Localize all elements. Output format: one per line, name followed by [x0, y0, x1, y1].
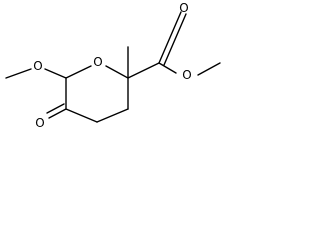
bond-ester-carbonyl-1: [158, 11, 182, 64]
bond-c5-ketone-oxygen-2: [46, 103, 65, 114]
ketone-oxygen-label: O: [35, 116, 44, 130]
bond-ester-oxygen-methyl: [197, 62, 221, 76]
bond-c4-c5: [65, 108, 98, 123]
ester-oxygen-label: O: [182, 68, 191, 82]
ring-oxygen-label: O: [93, 55, 102, 69]
bond-c5-ketone-oxygen-1: [48, 108, 67, 119]
ester-carbonyl-oxygen-label: O: [179, 1, 188, 15]
bond-methyl-methoxy-oxygen: [5, 68, 32, 79]
atom-labels: O O O O O: [33, 1, 191, 130]
bond-c6-ring-oxygen: [65, 65, 92, 79]
bond-c3-c4: [96, 108, 129, 123]
bond-ring-oxygen-c2: [105, 65, 129, 79]
bond-c2-ester-carbon: [127, 62, 160, 79]
bond-lines: [5, 11, 221, 123]
methoxy-oxygen-label: O: [33, 59, 42, 73]
chemical-structure-diagram: O O O O O: [5, 1, 221, 130]
bond-ester-carbon-oxygen: [158, 62, 177, 74]
bond-methoxy-oxygen-c6: [44, 68, 67, 79]
bond-ester-carbonyl-2: [163, 13, 187, 66]
